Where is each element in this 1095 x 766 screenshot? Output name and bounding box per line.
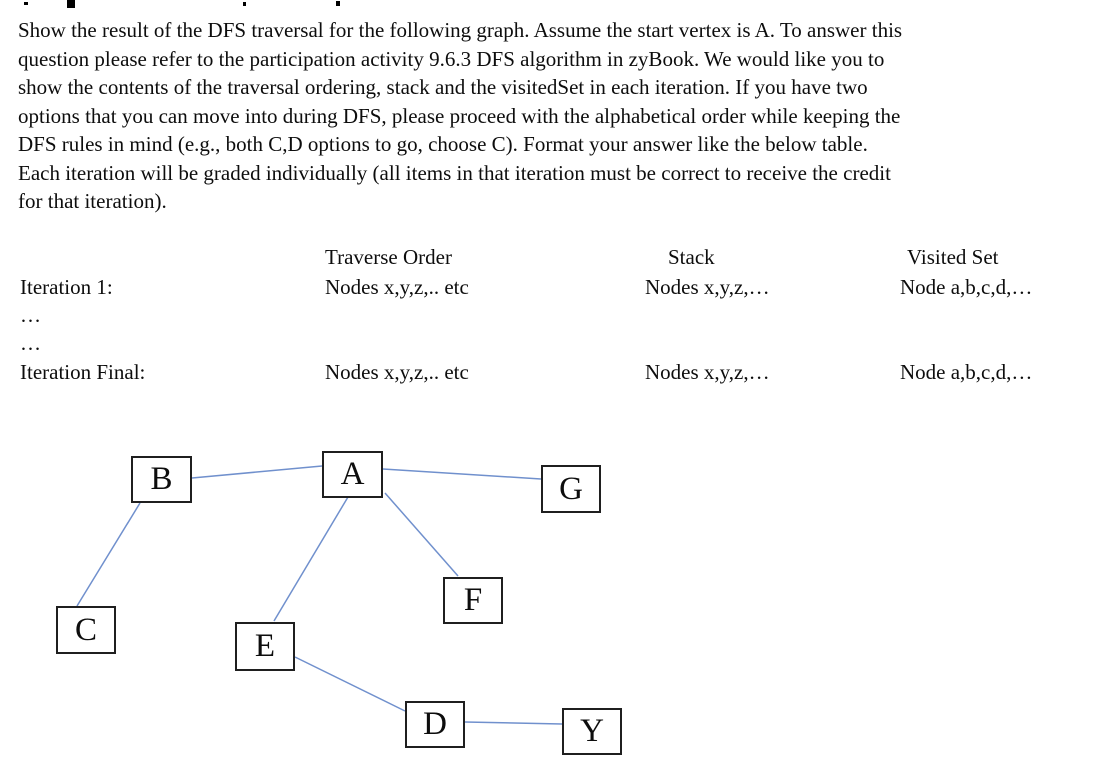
graph-edge-b-c [76, 502, 141, 607]
table-cell-traverse: Nodes x,y,z,.. etc [325, 275, 469, 299]
clipped-heading-fragment [243, 2, 246, 6]
graph-edge-a-f [384, 492, 459, 577]
clipped-heading-fragment [24, 2, 28, 5]
graph-edge-e-d [294, 656, 406, 712]
graph-node-a: A [322, 451, 383, 498]
graph-edge-d-y [464, 721, 563, 725]
table-row-label: … [20, 303, 41, 327]
table-row-label: Iteration Final: [20, 360, 146, 384]
graph-node-label: F [463, 582, 483, 618]
table-header-stack: Stack [668, 245, 715, 269]
graph-node-g: G [541, 465, 601, 513]
clipped-heading-fragment [336, 1, 340, 6]
paragraph-line: DFS rules in mind (e.g., both C,D option… [18, 132, 868, 156]
graph-node-label: A [340, 456, 365, 492]
graph-node-y: Y [562, 708, 622, 755]
graph-node-b: B [131, 456, 192, 503]
paragraph-line: show the contents of the traversal order… [18, 75, 868, 99]
graph-node-d: D [405, 701, 465, 748]
paragraph-line: for that iteration). [18, 189, 167, 213]
graph-edge-b-a [191, 465, 323, 479]
clipped-heading-fragment [67, 0, 75, 8]
paragraph-line: Each iteration will be graded individual… [18, 160, 891, 185]
graph-node-label: B [150, 461, 173, 497]
table-cell-stack: Nodes x,y,z,… [645, 275, 770, 299]
graph-edge-a-g [382, 468, 542, 480]
table-header-traverse-order: Traverse Order [325, 245, 452, 269]
graph-node-label: D [423, 706, 447, 742]
table-row-label: … [20, 331, 41, 355]
table-cell-visited: Node a,b,c,d,… [900, 275, 1033, 299]
graph-node-label: G [559, 470, 583, 507]
paragraph-line: Show the result of the DFS traversal for… [18, 18, 903, 42]
question-paragraph: Show the result of the DFS traversal for… [18, 16, 1090, 216]
paragraph-line: question please refer to the participati… [18, 46, 885, 71]
table-row-label: Iteration 1: [20, 275, 113, 299]
graph-node-label: C [74, 611, 97, 648]
graph-node-f: F [443, 577, 503, 624]
graph-edge-a-e [273, 496, 349, 622]
graph-node-e: E [235, 622, 295, 671]
table-cell-traverse: Nodes x,y,z,.. etc [325, 360, 469, 384]
table-cell-visited: Node a,b,c,d,… [900, 360, 1033, 384]
graph-node-label: Y [580, 713, 604, 749]
table-header-visited-set: Visited Set [907, 245, 999, 269]
graph-node-label: E [254, 628, 276, 664]
paragraph-line: options that you can move into during DF… [18, 103, 901, 128]
graph-node-c: C [56, 606, 116, 654]
table-cell-stack: Nodes x,y,z,… [645, 360, 770, 384]
